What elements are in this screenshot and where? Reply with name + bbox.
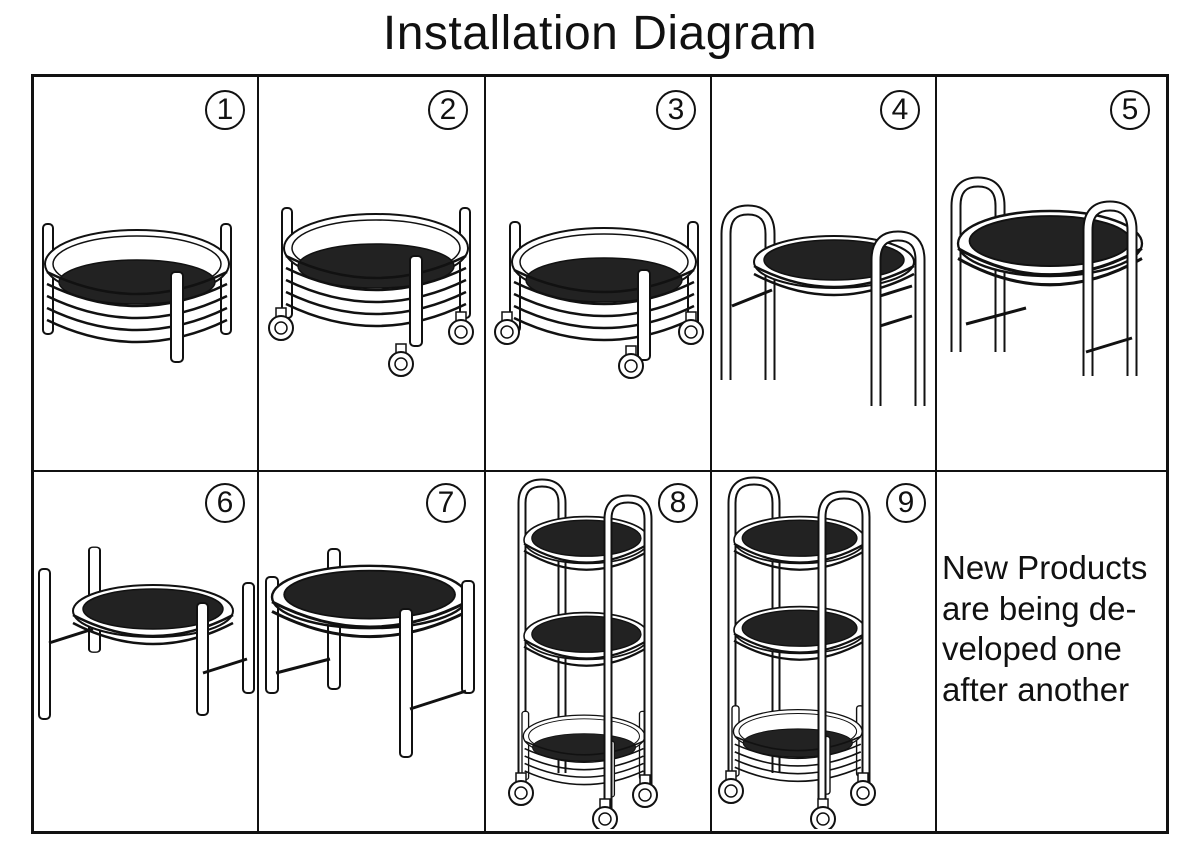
basket-on-casters-illustration [494,220,704,379]
step-2-panel: 2 [260,76,484,471]
step-number-badge: 2 [428,90,468,130]
step-5-panel: 5 [936,76,1166,471]
step-3-panel: 3 [486,76,710,471]
note-line: are being de- [942,589,1137,627]
step-9-panel: 9 [712,473,934,829]
step-7-panel: 7 [260,473,484,829]
page-title: Installation Diagram [382,7,818,60]
installation-grid [31,74,1169,834]
step-number-badge: 6 [205,483,245,523]
step-number-badge: 7 [426,483,466,523]
tray-with-posts-illustration [265,548,475,758]
step-8-panel: 8 [486,473,710,829]
step-number-badge: 8 [658,483,698,523]
step-number-badge: 5 [1110,90,1150,130]
three-tier-cart-illustration [508,478,658,829]
note-line: New Products [942,549,1148,586]
step-6-panel: 6 [33,473,258,829]
note-line: after another [942,670,1130,708]
step-number-badge: 3 [656,90,696,130]
step-number-badge: 9 [886,483,926,523]
note-line: veloped one [942,630,1122,667]
step-number-badge: 4 [880,90,920,130]
tray-with-posts-illustration [38,546,255,720]
three-tier-cart-illustration [718,476,876,829]
basket-frame-illustration [41,222,233,364]
new-products-note: New Products are being de- veloped one a… [942,548,1170,710]
step-1-panel: 1 [33,76,258,471]
step-number-badge: 1 [205,90,245,130]
tray-with-handles-illustration [712,76,934,471]
basket-with-casters-illustration [268,206,474,377]
step-4-panel: 4 [712,76,934,471]
tray-with-handles-illustration [936,76,1144,471]
